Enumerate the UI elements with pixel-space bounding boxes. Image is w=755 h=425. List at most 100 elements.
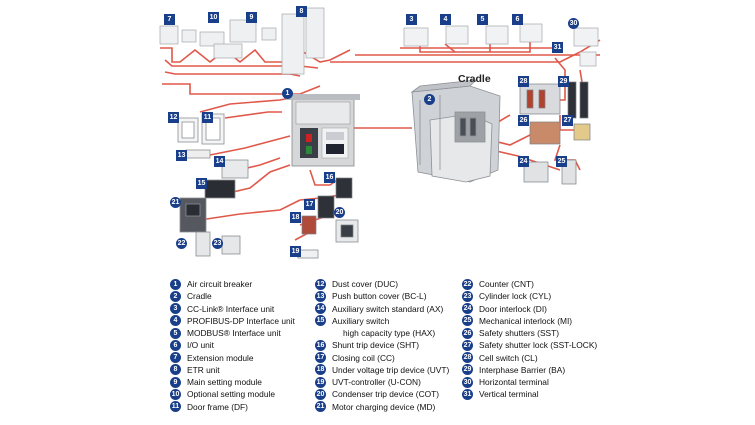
badge-26: 26 <box>518 115 529 126</box>
legend-text: Cradle <box>187 291 212 302</box>
legend-number-badge: 20 <box>315 388 326 400</box>
legend-text: Motor charging device (MD) <box>332 401 436 412</box>
legend-item: 21 Motor charging device (MD) <box>315 401 449 413</box>
legend-number-badge: 21 <box>315 401 326 413</box>
legend-text: Extension module <box>187 352 254 363</box>
legend-text: Push button cover (BC-L) <box>332 291 427 302</box>
legend-number-badge: 28 <box>462 352 473 364</box>
legend-text: Shunt trip device (SHT) <box>332 340 420 351</box>
legend-item: 17 Closing coil (CC) <box>315 352 449 364</box>
legend-number-badge: 27 <box>462 339 473 351</box>
badge-21: 21 <box>170 197 181 208</box>
badge-20: 20 <box>334 207 345 218</box>
badge-15: 15 <box>196 178 207 189</box>
legend-number-badge: 1 <box>170 278 181 290</box>
badge-7: 7 <box>164 14 175 25</box>
badge-10: 10 <box>208 12 219 23</box>
badge-16: 16 <box>324 172 335 183</box>
legend-text: MODBUS® Interface unit <box>187 328 281 339</box>
badge-5: 5 <box>477 14 488 25</box>
connector-lines <box>159 7 601 259</box>
badge-27: 27 <box>562 115 573 126</box>
legend-text: Closing coil (CC) <box>332 352 395 363</box>
legend-text: high capacity type (HAX) <box>343 328 436 339</box>
legend-number-badge: 3 <box>170 303 181 315</box>
legend-text: Door frame (DF) <box>187 401 248 412</box>
legend-text: Mechanical interlock (MI) <box>479 315 573 326</box>
legend-text: PROFIBUS-DP Interface unit <box>187 315 295 326</box>
badge-23: 23 <box>212 238 223 249</box>
air-circuit-breaker-drawing <box>286 94 360 167</box>
legend-number-badge: 5 <box>170 327 181 339</box>
legend-text: Cylinder lock (CYL) <box>479 291 552 302</box>
legend-text: CC-Link® Interface unit <box>187 303 275 314</box>
legend-number-badge: 16 <box>315 339 326 351</box>
badge-17: 17 <box>304 199 315 210</box>
legend-item: high capacity type (HAX) <box>315 327 449 339</box>
legend-item: 19 UVT-controller (U-CON) <box>315 376 449 388</box>
badge-13: 13 <box>176 150 187 161</box>
badge-31: 31 <box>552 42 563 53</box>
legend-text: Dust cover (DUC) <box>332 279 399 290</box>
badge-28: 28 <box>518 76 529 87</box>
legend-number-badge: 10 <box>170 388 181 400</box>
legend-item: 5 MODBUS® Interface unit <box>170 327 295 339</box>
legend-item: 3 CC-Link® Interface unit <box>170 303 295 315</box>
legend-text: Door interlock (DI) <box>479 303 547 314</box>
legend-text: ETR unit <box>187 364 220 375</box>
legend-number-badge: 8 <box>170 364 181 376</box>
legend-text: Main setting module <box>187 377 262 388</box>
badge-3: 3 <box>406 14 417 25</box>
legend-number-badge: 25 <box>462 315 473 327</box>
accessories-left <box>177 113 249 257</box>
accessories-right <box>519 81 591 185</box>
legend-number-badge: 18 <box>315 364 326 376</box>
legend-number-badge: 31 <box>462 388 473 400</box>
legend-number-badge: 4 <box>170 315 181 327</box>
legend-item: 8 ETR unit <box>170 364 295 376</box>
interface-units <box>403 23 599 67</box>
badge-4: 4 <box>440 14 451 25</box>
legend-text: Counter (CNT) <box>479 279 534 290</box>
legend-text: Vertical terminal <box>479 389 539 400</box>
devices-lower-middle <box>297 177 359 259</box>
badge-18: 18 <box>290 212 301 223</box>
legend-item: 31 Vertical terminal <box>462 388 597 400</box>
legend-text: Air circuit breaker <box>187 279 253 290</box>
legend-text: Interphase Barrier (BA) <box>479 364 566 375</box>
legend-text: Safety shutter lock (SST-LOCK) <box>479 340 598 351</box>
legend-text: I/O unit <box>187 340 214 351</box>
legend-text: Auxiliary switch <box>332 315 390 326</box>
legend-number-badge: 19 <box>315 376 326 388</box>
badge-12: 12 <box>168 112 179 123</box>
badge-22: 22 <box>176 238 187 249</box>
legend-number-badge: 30 <box>462 376 473 388</box>
legend-number-badge: 13 <box>315 290 326 302</box>
legend-text: UVT-controller (U-CON) <box>332 377 421 388</box>
badge-6: 6 <box>512 14 523 25</box>
legend-text: Cell switch (CL) <box>479 352 538 363</box>
badge-30: 30 <box>568 18 579 29</box>
legend-item: 13 Push button cover (BC-L) <box>315 290 449 302</box>
legend-item: 4 PROFIBUS-DP Interface unit <box>170 315 295 327</box>
legend-number-badge: 17 <box>315 352 326 364</box>
badge-14: 14 <box>214 156 225 167</box>
badge-8: 8 <box>296 6 307 17</box>
badge-19: 19 <box>290 246 301 257</box>
